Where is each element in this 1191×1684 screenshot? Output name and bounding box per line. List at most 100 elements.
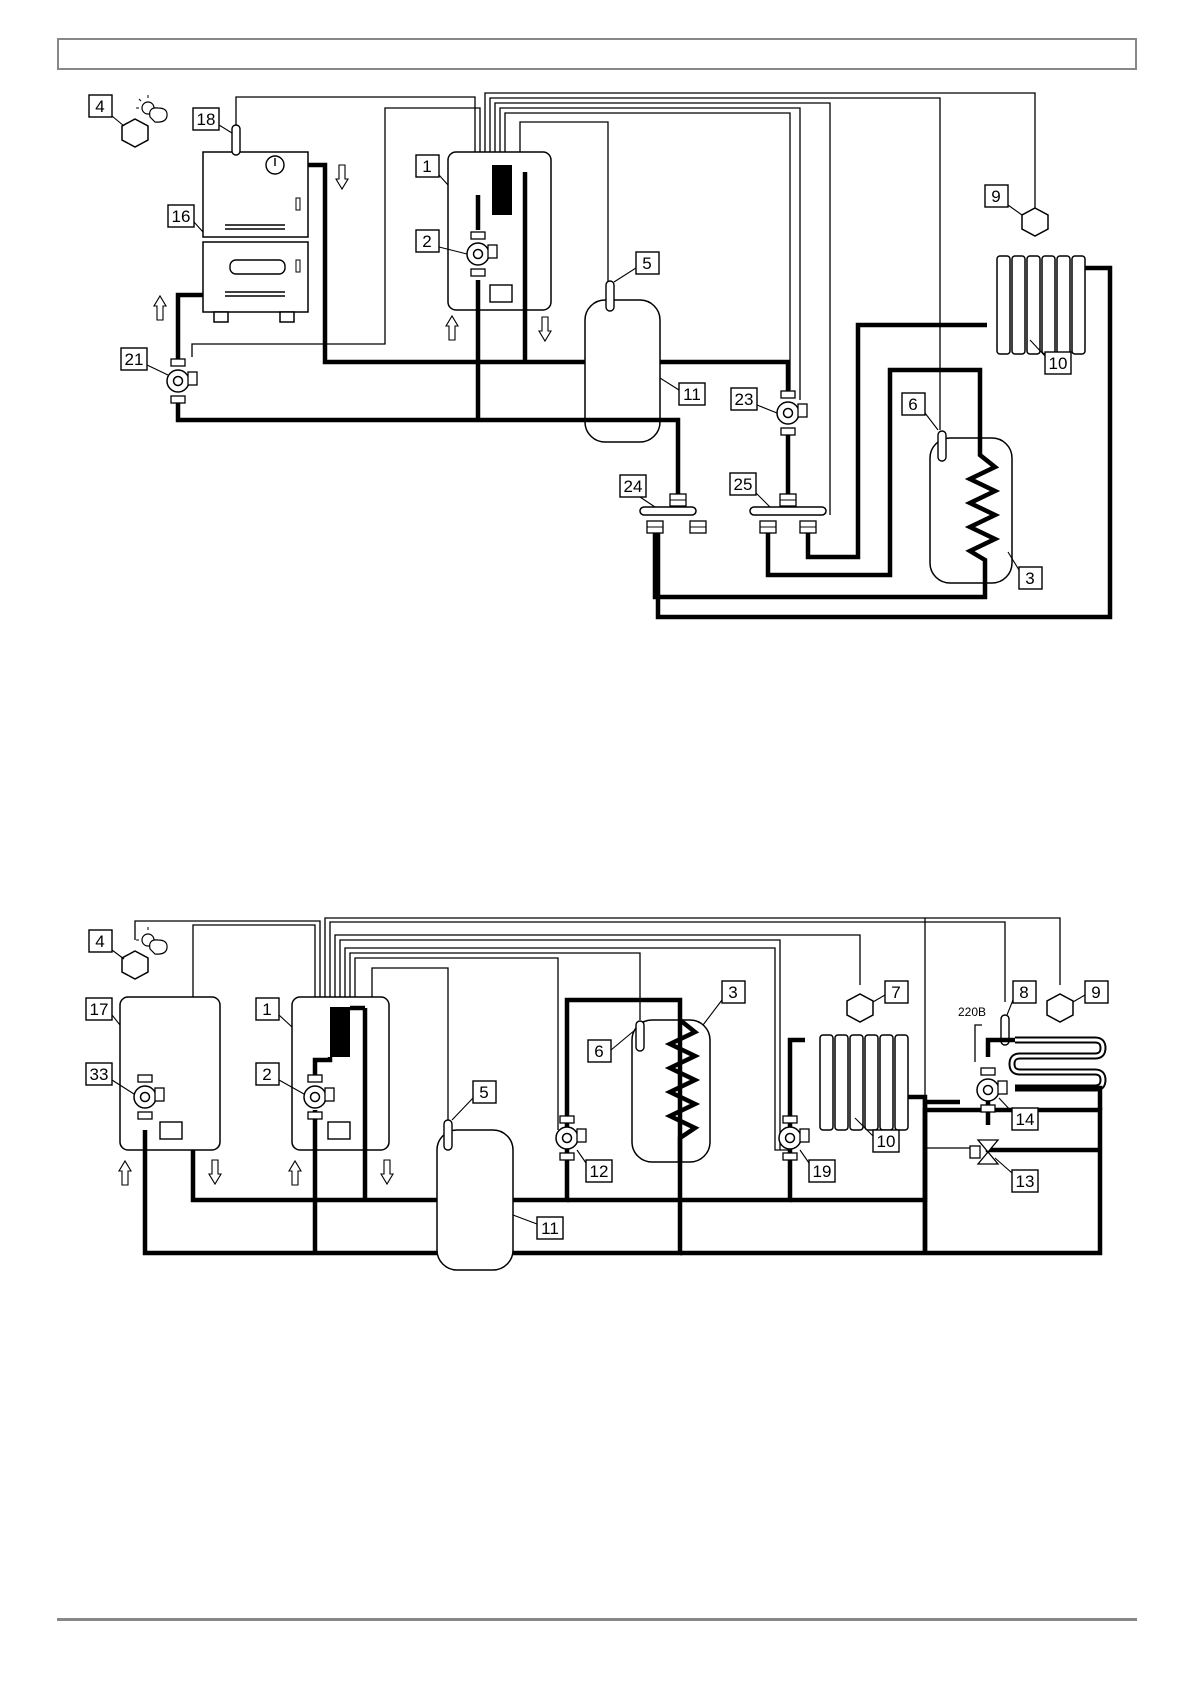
svg-text:6: 6 [908, 395, 917, 414]
svg-text:8: 8 [1019, 983, 1028, 1002]
pump-23 [776, 390, 808, 436]
buffer-tank [584, 299, 661, 443]
floor-heating-loop [1008, 1036, 1107, 1092]
outdoor-sensor-4 [121, 950, 149, 980]
label-17: 17 [85, 997, 121, 1026]
svg-text:13: 13 [1016, 1172, 1035, 1191]
pump-12 [555, 1115, 587, 1161]
manifold-25 [749, 493, 827, 534]
pump-14 [976, 1067, 1008, 1113]
label-21: 21 [120, 347, 169, 376]
svg-text:3: 3 [1025, 569, 1034, 588]
pump-19 [778, 1115, 810, 1161]
label-10: 10 [854, 1117, 900, 1153]
radiator [996, 255, 1086, 355]
label-25: 25 [729, 472, 771, 508]
label-6: 6 [587, 1029, 636, 1063]
label-11: 11 [512, 1214, 564, 1240]
electric-boiler [291, 996, 390, 1151]
voltage-note: 220B [958, 1005, 986, 1019]
arrow-up-icon [288, 1159, 302, 1186]
svg-text:19: 19 [813, 1162, 832, 1181]
electric-boiler [447, 151, 552, 311]
svg-text:10: 10 [877, 1132, 896, 1151]
svg-text:10: 10 [1049, 354, 1068, 373]
solid-fuel-boiler [202, 151, 309, 323]
label-4: 4 [88, 94, 125, 127]
weather-icon [136, 927, 168, 955]
label-24: 24 [619, 474, 656, 508]
label-4: 4 [88, 929, 125, 960]
arrow-down-icon [538, 316, 552, 343]
svg-text:7: 7 [891, 983, 900, 1002]
label-14: 14 [998, 1097, 1039, 1131]
label-1: 1 [415, 154, 449, 186]
arrow-up-icon [445, 314, 459, 341]
radiator [819, 1034, 909, 1131]
svg-text:1: 1 [262, 1000, 271, 1019]
mixing-valve-13 [969, 1139, 1000, 1165]
label-3: 3 [702, 980, 746, 1026]
svg-text:16: 16 [172, 207, 191, 226]
label-2: 2 [255, 1062, 305, 1095]
svg-text:1: 1 [422, 157, 431, 176]
svg-text:11: 11 [683, 385, 701, 404]
svg-text:33: 33 [90, 1065, 109, 1084]
arrow-down-icon [380, 1159, 394, 1186]
arrow-up-icon [118, 1159, 132, 1186]
svg-text:2: 2 [262, 1065, 271, 1084]
svg-text:23: 23 [735, 390, 754, 409]
svg-text:5: 5 [479, 1083, 488, 1102]
footer-rule [57, 1618, 1137, 1621]
pump-21 [166, 358, 198, 404]
label-5: 5 [613, 251, 660, 283]
outdoor-sensor-4 [121, 118, 149, 148]
room-sensor-9 [1046, 993, 1074, 1023]
svg-text:11: 11 [541, 1219, 559, 1238]
weather-icon [136, 95, 168, 123]
svg-text:3: 3 [728, 983, 737, 1002]
svg-text:2: 2 [422, 232, 431, 251]
label-16: 16 [167, 204, 204, 233]
label-7: 7 [872, 980, 909, 1004]
bottom-scheme: 4 17 33 1 2 5 11 [85, 917, 1109, 1271]
arrow-down-icon [208, 1159, 222, 1186]
label-23: 23 [730, 387, 778, 414]
top-scheme: 4 18 16 21 1 2 5 [88, 92, 1113, 620]
label-1: 1 [255, 997, 293, 1028]
label-19: 19 [799, 1149, 836, 1183]
label-5: 5 [451, 1080, 497, 1121]
label-11: 11 [659, 377, 706, 406]
label-33: 33 [85, 1062, 135, 1095]
label-12: 12 [576, 1149, 613, 1183]
label-9: 9 [984, 184, 1023, 216]
label-2: 2 [415, 229, 468, 255]
sensor-6 [937, 430, 947, 462]
label-6: 6 [901, 392, 939, 431]
svg-text:9: 9 [991, 187, 1000, 206]
sensor-6 [635, 1020, 645, 1052]
svg-text:4: 4 [95, 932, 104, 951]
svg-text:25: 25 [734, 475, 753, 494]
label-13: 13 [994, 1157, 1039, 1193]
svg-text:21: 21 [125, 350, 144, 369]
room-sensor-7 [846, 993, 874, 1023]
sensor-18 [231, 124, 241, 156]
label-9: 9 [1072, 980, 1109, 1004]
label-18: 18 [192, 107, 233, 134]
dhw-tank [929, 437, 1013, 584]
buffer-tank [436, 1129, 514, 1271]
room-sensor-9 [1021, 207, 1049, 237]
svg-text:6: 6 [594, 1042, 603, 1061]
label-10: 10 [1029, 339, 1072, 375]
svg-text:18: 18 [197, 110, 216, 129]
svg-text:9: 9 [1091, 983, 1100, 1002]
label-8: 8 [1006, 980, 1037, 1016]
svg-text:4: 4 [95, 97, 104, 116]
arrow-up-icon [153, 294, 167, 321]
svg-text:12: 12 [590, 1162, 609, 1181]
label-3: 3 [1007, 551, 1043, 590]
svg-text:14: 14 [1016, 1110, 1035, 1129]
sensor-5 [443, 1119, 453, 1151]
